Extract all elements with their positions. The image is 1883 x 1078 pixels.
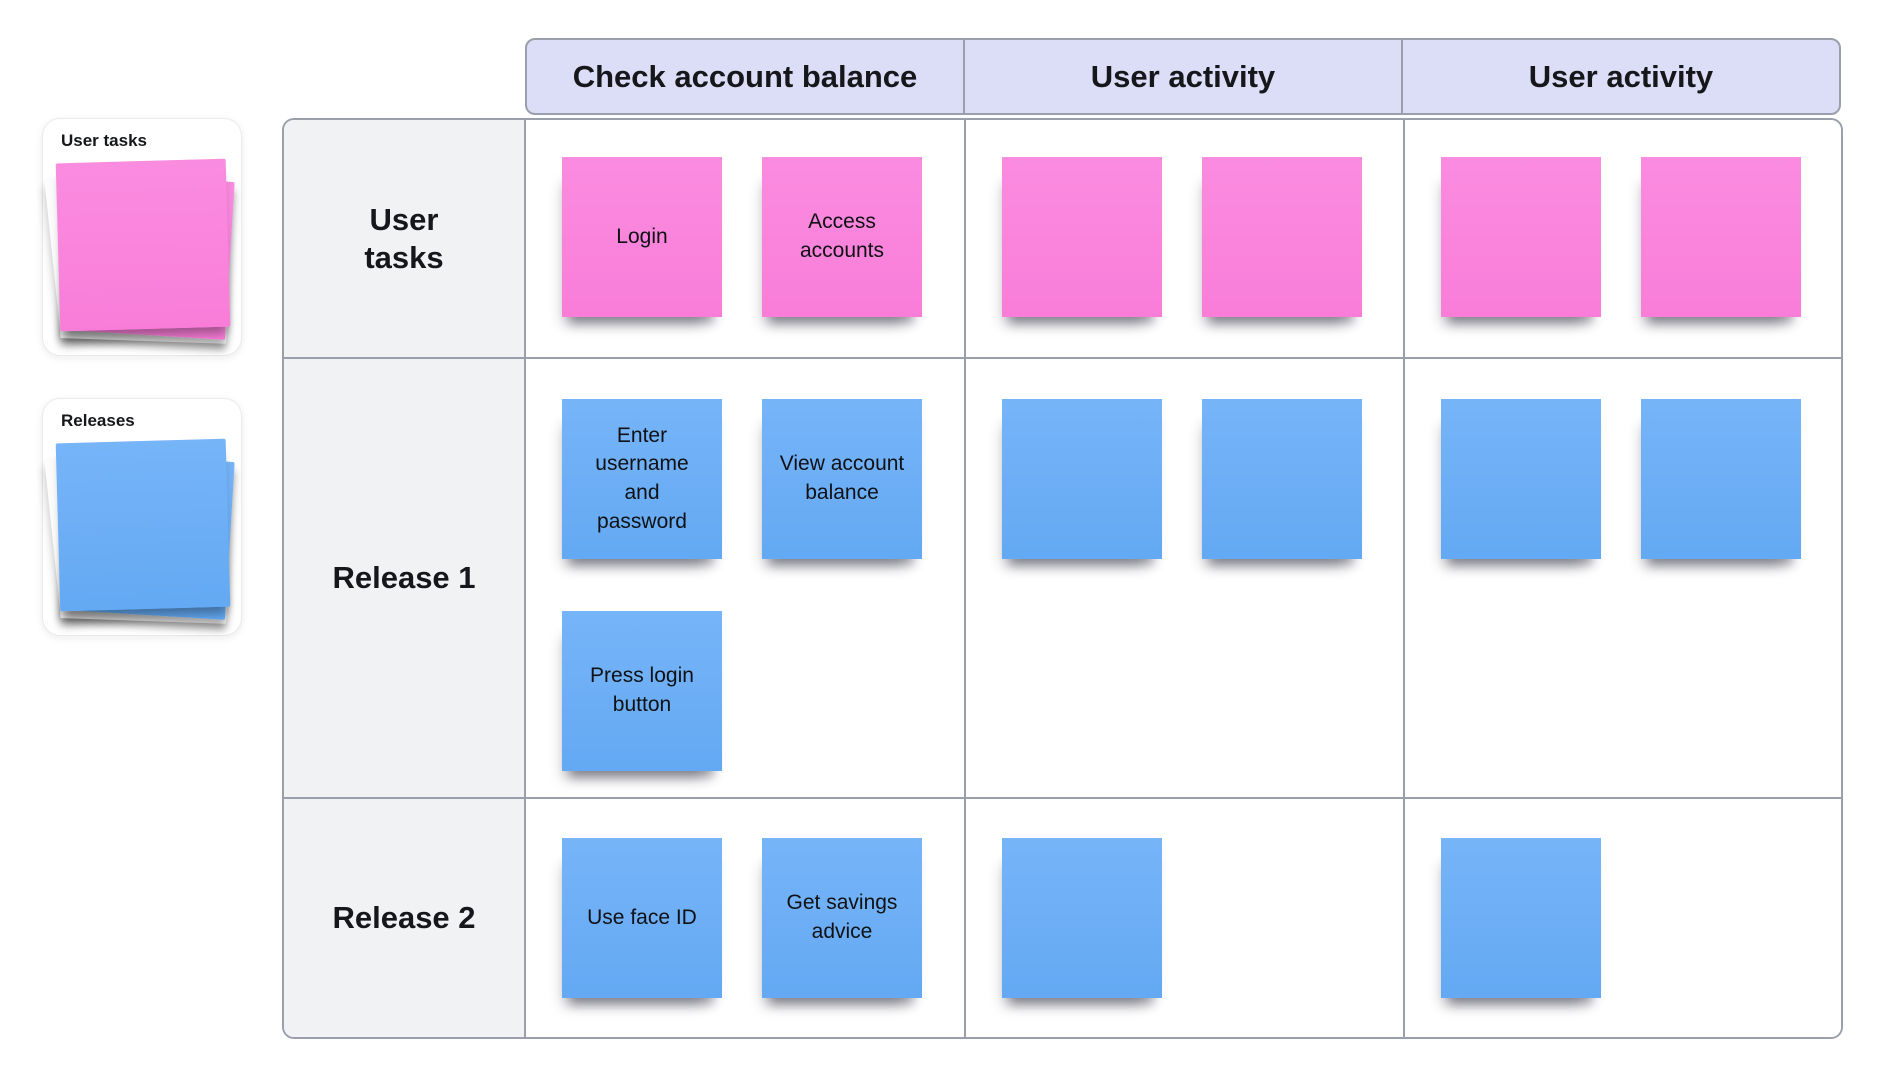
story-map-grid: User tasks Login Access accounts Release … <box>282 118 1843 1039</box>
grid-cell <box>1403 120 1841 357</box>
grid-cell <box>964 357 1403 797</box>
palette-card-label: User tasks <box>61 131 148 150</box>
sticky-note-empty[interactable] <box>1002 399 1162 559</box>
row-label-user-tasks[interactable]: User tasks <box>284 120 524 357</box>
grid-cell <box>964 120 1403 357</box>
palette-card-user-tasks[interactable]: User tasks <box>42 118 242 356</box>
column-headers: Check account balance User activity User… <box>525 38 1841 115</box>
releases-note-stack[interactable] <box>55 438 231 612</box>
grid-cell <box>1403 797 1841 1037</box>
sticky-note[interactable]: Login <box>562 157 722 317</box>
sticky-note-empty[interactable] <box>1641 399 1801 559</box>
sticky-note-text: Press login button <box>590 664 694 716</box>
sticky-note-text: Login <box>616 224 668 248</box>
palette-card-releases[interactable]: Releases <box>42 398 242 636</box>
sticky-note-empty[interactable] <box>1202 399 1362 559</box>
sticky-note-empty[interactable] <box>1441 838 1601 998</box>
row-label-release-1[interactable]: Release 1 <box>284 357 524 797</box>
sticky-note[interactable]: Use face ID <box>562 838 722 998</box>
sticky-note-empty[interactable] <box>1002 157 1162 317</box>
column-header-user-activity-1[interactable]: User activity <box>963 40 1401 113</box>
sticky-note-empty[interactable] <box>1441 157 1601 317</box>
grid-cell <box>964 797 1403 1037</box>
sticky-note-empty[interactable] <box>1202 157 1362 317</box>
sticky-note-empty[interactable] <box>1641 157 1801 317</box>
sticky-note-empty[interactable] <box>1441 399 1601 559</box>
sticky-note-empty[interactable] <box>1002 838 1162 998</box>
sticky-note-text: Use face ID <box>587 905 697 929</box>
sticky-note[interactable]: Get savings advice <box>762 838 922 998</box>
sticky-note-text: View account balance <box>779 452 905 504</box>
user-tasks-note-stack[interactable] <box>55 158 231 332</box>
sticky-note[interactable]: Press login button <box>562 611 722 771</box>
column-header-check-account-balance[interactable]: Check account balance <box>572 58 918 94</box>
sticky-note-text: Enter username and password <box>595 423 689 533</box>
grid-cell: Login Access accounts <box>524 120 964 357</box>
grid-cell <box>1403 357 1841 797</box>
column-header-user-activity-2[interactable]: User activity <box>1401 40 1839 113</box>
grid-cell: Use face ID Get savings advice <box>524 797 964 1037</box>
sticky-note-text: Access accounts <box>799 210 885 262</box>
sticky-note[interactable]: View account balance <box>762 399 922 559</box>
palette-card-label: Releases <box>61 411 135 430</box>
grid-cell: Enter username and password View account … <box>524 357 964 797</box>
sticky-note-text: Get savings advice <box>786 891 898 943</box>
sticky-note[interactable]: Enter username and password <box>562 399 722 559</box>
sticky-note[interactable]: Access accounts <box>762 157 922 317</box>
row-label-release-2[interactable]: Release 2 <box>284 797 524 1037</box>
